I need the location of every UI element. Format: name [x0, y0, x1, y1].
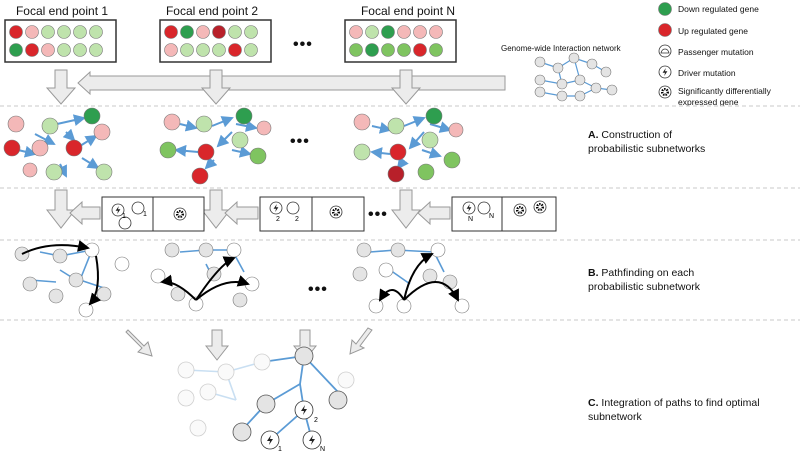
legend-passenger-label: Passenger mutation	[678, 47, 754, 57]
mutation-icons	[111, 200, 547, 230]
expression-box-2	[159, 19, 272, 63]
ellipsis-mut: •••	[368, 206, 388, 223]
mut-label-2a: 2	[276, 216, 280, 223]
deg-gear-icon	[658, 85, 672, 99]
left-arrow-top	[77, 70, 506, 96]
passenger-icon	[658, 44, 672, 58]
mut-label-1b: 1	[143, 211, 147, 218]
ellipsis-a: •••	[290, 133, 310, 150]
section-b-label: B. Pathfinding on each probabilistic sub…	[588, 266, 798, 294]
legend-up-swatch	[658, 23, 672, 37]
subnetwork-a-n	[353, 107, 464, 183]
int-label-2: 2	[314, 417, 318, 424]
section-c-label: C. Integration of paths to find optimal …	[588, 396, 798, 424]
focal-end-point-n-header: Focal end point N	[360, 4, 456, 18]
genome-wide-network	[534, 52, 618, 102]
down-arrow-2a	[200, 69, 232, 105]
legend-driver-label: Driver mutation	[678, 68, 736, 78]
mut-label-na: N	[468, 216, 473, 223]
mutation-boxes	[101, 196, 557, 232]
integrated-network: 2 1 N	[177, 346, 355, 453]
section-b-letter: B.	[588, 267, 599, 279]
down-arrow-na	[390, 69, 422, 105]
int-label-n: N	[320, 446, 325, 453]
network-caption: Genome-wide Interaction network	[501, 44, 621, 53]
section-c-letter: C.	[588, 397, 599, 409]
section-a-line1: Construction of	[598, 129, 673, 141]
pathfinding-network-1	[14, 240, 130, 318]
focal-end-point-2-header: Focal end point 2	[165, 4, 259, 18]
section-b-line1: Pathfinding on each	[598, 267, 695, 279]
block-arrows	[45, 69, 506, 361]
legend-up-label: Up regulated gene	[678, 26, 748, 36]
subnetwork-a-2	[159, 107, 272, 185]
ellipsis-top: •••	[293, 36, 313, 53]
legend-deg-label-1: Significantly differentially	[678, 86, 771, 96]
mut-label-nb: N	[489, 213, 494, 220]
mut-label-2b: 2	[295, 216, 299, 223]
legend-deg-label-2: expressed gene	[678, 97, 739, 107]
int-label-1: 1	[278, 446, 282, 453]
section-b-line2: probabilistic subnetwork	[588, 281, 701, 293]
down-arrow-1a	[45, 69, 77, 105]
mut-label-1a: 1	[122, 213, 126, 220]
section-a-letter: A.	[588, 129, 599, 141]
section-a-line2: probabilistic subnetworks	[588, 143, 706, 155]
subnetwork-a-1	[3, 107, 113, 181]
legend-down-swatch	[658, 2, 672, 16]
pathfinding-network-2	[150, 242, 260, 312]
legend-down-label: Down regulated gene	[678, 4, 759, 14]
expression-box-1	[4, 19, 117, 63]
expression-box-n	[344, 19, 457, 63]
section-separators	[0, 105, 800, 321]
pathfinding-network-n	[352, 242, 470, 314]
section-c-line1: Integration of paths to find optimal	[598, 397, 760, 409]
ellipsis-b: •••	[308, 281, 328, 298]
legend-symbols	[658, 2, 672, 99]
focal-end-point-1-header: Focal end point 1	[15, 4, 109, 18]
section-c-line2: subnetwork	[588, 411, 642, 423]
section-a-label: A. Construction of probabilistic subnetw…	[588, 128, 798, 156]
